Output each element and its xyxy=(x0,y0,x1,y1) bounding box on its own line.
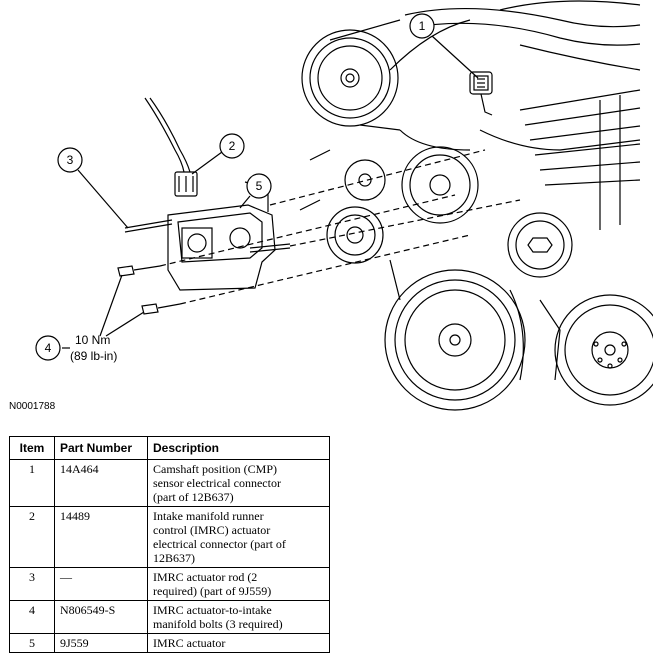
callout-5: 5 xyxy=(239,173,272,209)
torque-lbin: (89 lb-in) xyxy=(70,349,117,363)
figure-id: N0001788 xyxy=(9,401,56,412)
svg-text:3: 3 xyxy=(67,153,74,167)
svg-text:4: 4 xyxy=(45,341,52,355)
cell-part-number: 14A464 xyxy=(54,459,148,507)
cell-description: IMRC actuator xyxy=(147,633,330,653)
imrc-actuator-drawing xyxy=(117,97,521,315)
cell-item: 4 xyxy=(9,600,55,634)
engine-illustration: 1 2 3 5 4 10 Nm (89 lb-in) xyxy=(35,0,653,411)
description-line: IMRC actuator rod (2 xyxy=(153,570,258,584)
description-line: sensor electrical connector xyxy=(153,476,281,490)
callout-3: 3 xyxy=(57,147,129,229)
callout-1: 1 xyxy=(409,13,479,79)
cell-item: 1 xyxy=(9,459,55,507)
description-line: IMRC actuator xyxy=(153,636,226,650)
cell-part-number: N806549-S xyxy=(54,600,148,634)
svg-text:2: 2 xyxy=(229,139,236,153)
description-line: electrical connector (part of xyxy=(153,537,286,551)
svg-text:1: 1 xyxy=(419,19,426,33)
cell-part-number: 14489 xyxy=(54,506,148,568)
engine-drawing xyxy=(299,0,653,411)
cell-description: Camshaft position (CMP)sensor electrical… xyxy=(147,459,330,507)
description-line: manifold bolts (3 required) xyxy=(153,617,283,631)
description-line: 12B637) xyxy=(153,551,195,565)
callout-2: 2 xyxy=(191,133,245,175)
torque-nm: 10 Nm xyxy=(75,333,110,347)
description-line: required) (part of 9J559) xyxy=(153,584,272,598)
table-header-row: Item Part Number Description xyxy=(9,436,330,460)
cell-item: 5 xyxy=(9,633,55,653)
description-line: Camshaft position (CMP) xyxy=(153,462,278,476)
callout-4: 4 10 Nm (89 lb-in) xyxy=(35,274,145,363)
description-line: Intake manifold runner xyxy=(153,509,264,523)
description-line: control (IMRC) actuator xyxy=(153,523,271,537)
header-part-number: Part Number xyxy=(54,436,148,460)
description-line: (part of 12B637) xyxy=(153,490,234,504)
description-line: IMRC actuator-to-intake xyxy=(153,603,272,617)
header-description: Description xyxy=(147,436,330,460)
cell-part-number: — xyxy=(54,567,148,601)
svg-text:5: 5 xyxy=(256,179,263,193)
header-item: Item xyxy=(9,436,55,460)
cell-part-number: 9J559 xyxy=(54,633,148,653)
cell-item: 3 xyxy=(9,567,55,601)
cell-item: 2 xyxy=(9,506,55,568)
